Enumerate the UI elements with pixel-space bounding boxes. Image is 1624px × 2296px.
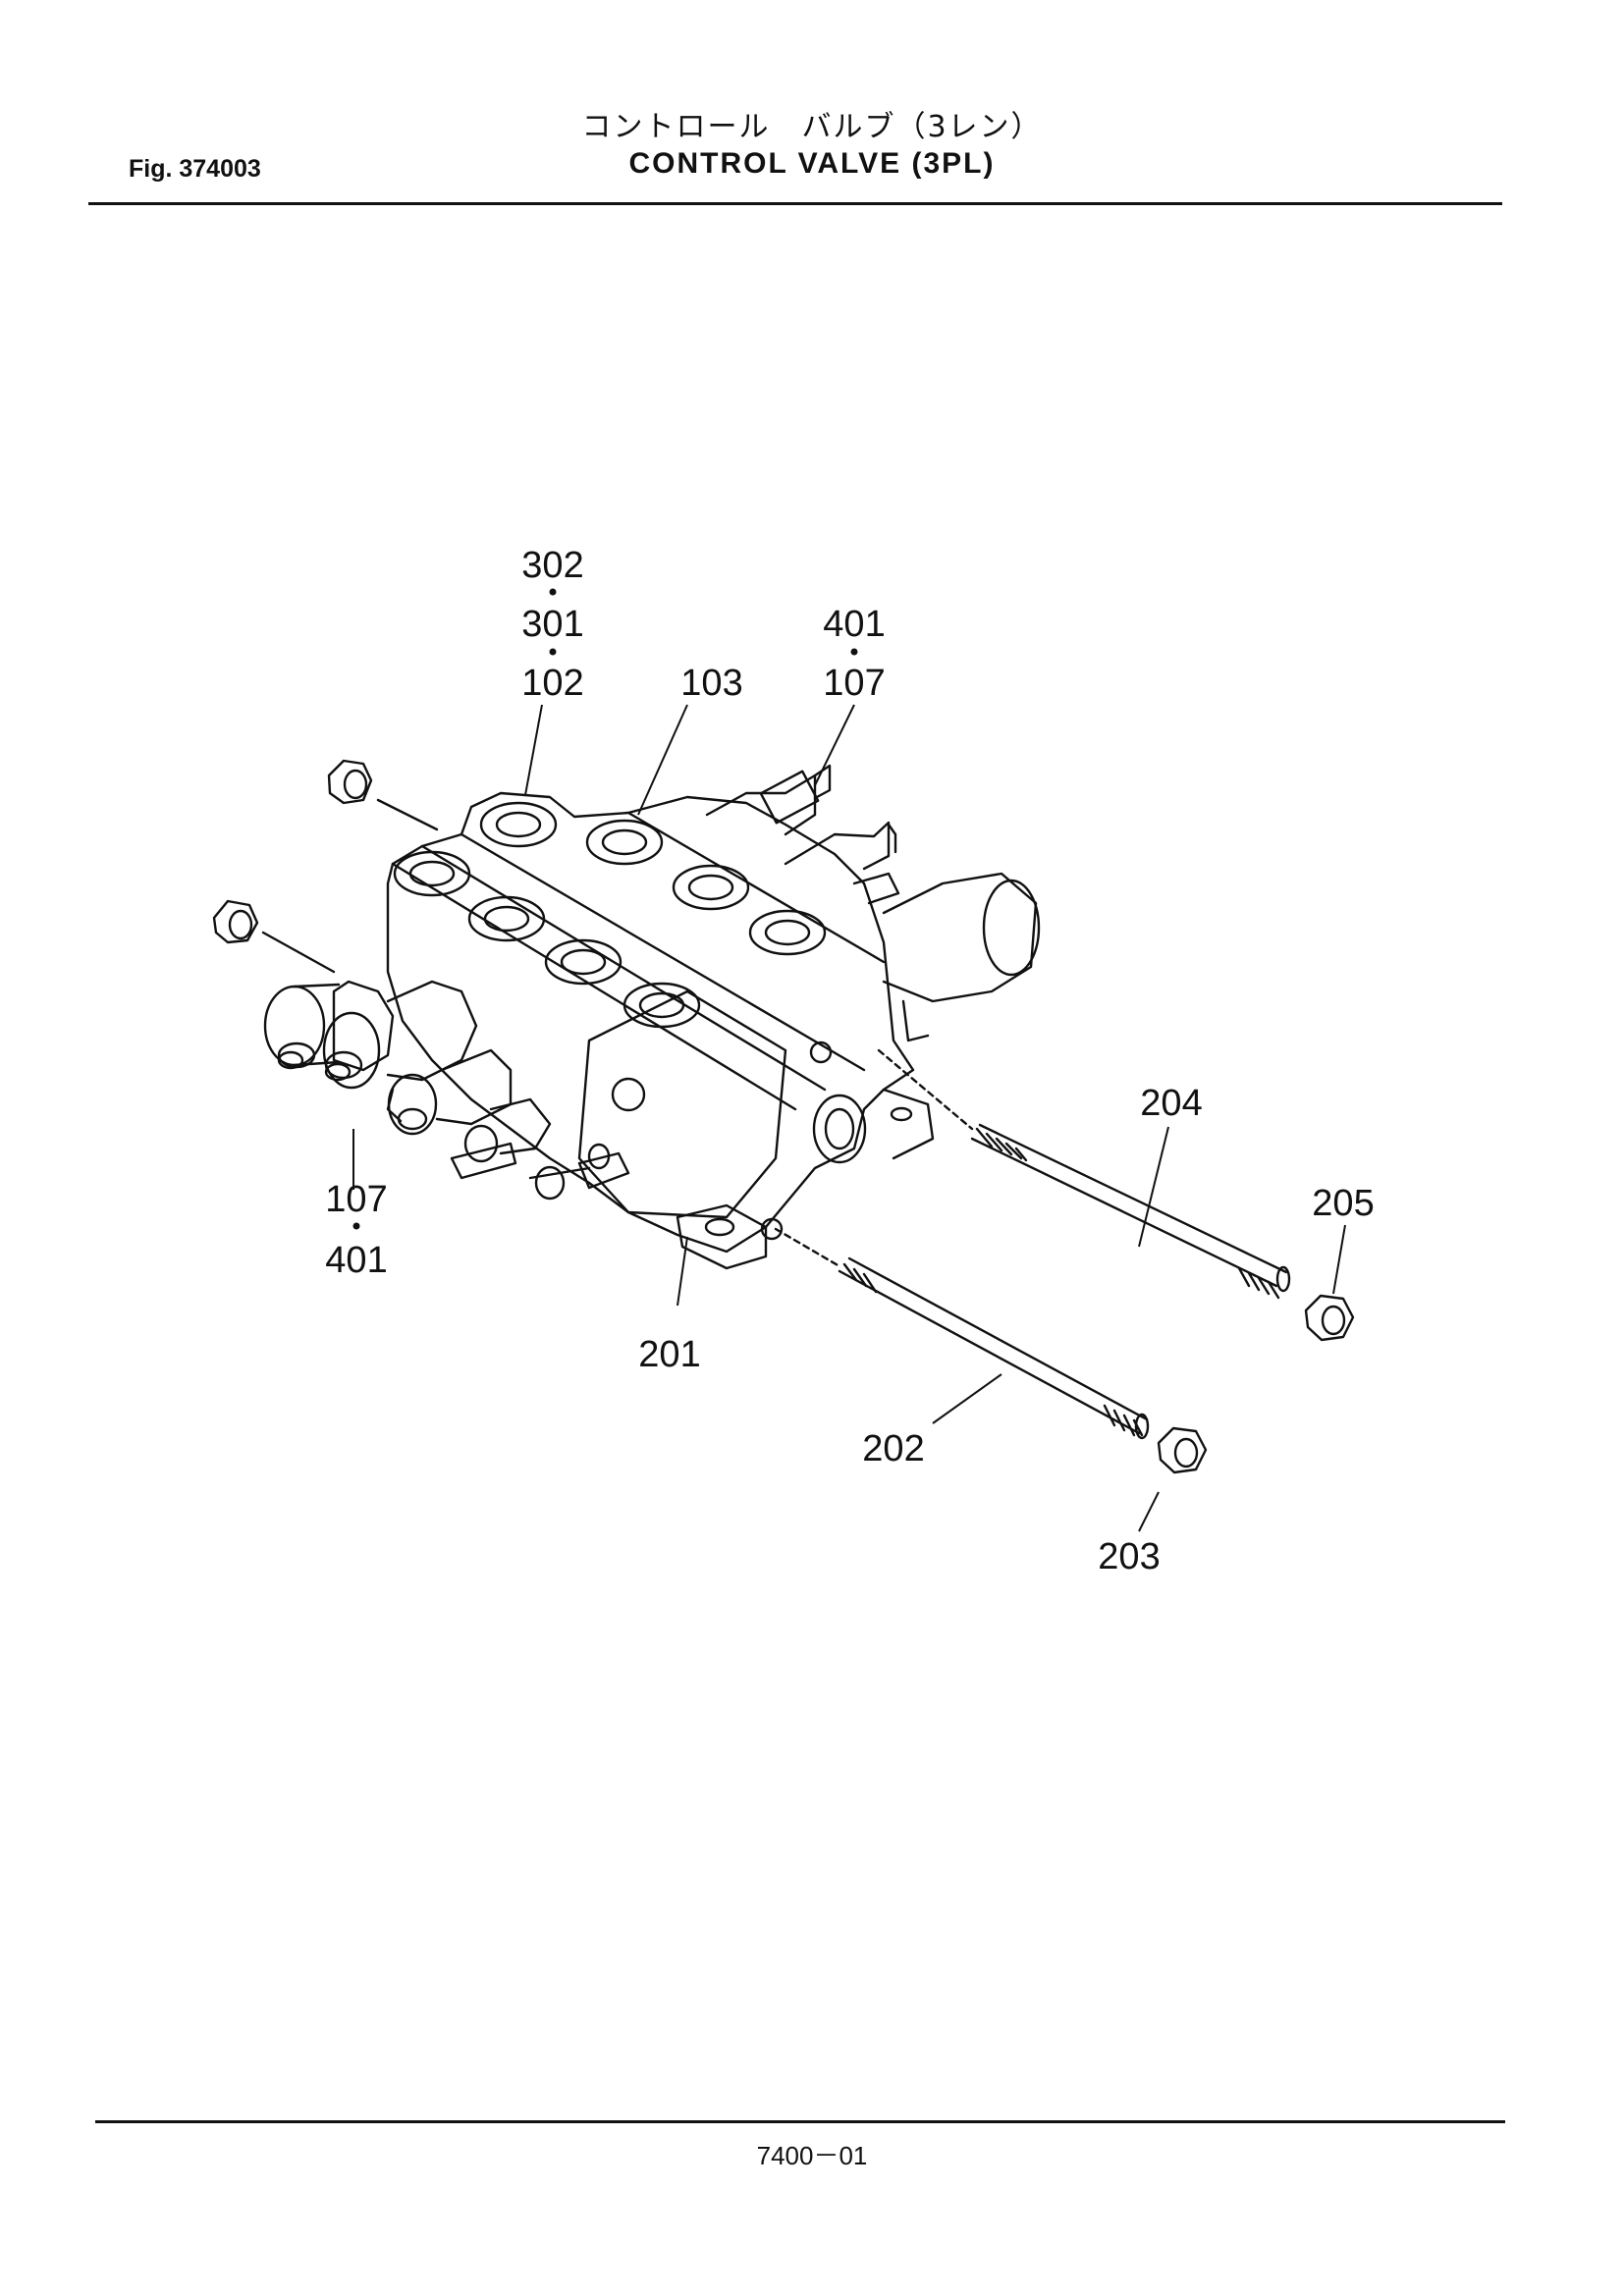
front-spools: [263, 980, 630, 1201]
valve-body-outline: [386, 791, 915, 1254]
title-japanese: コントロール バルブ（3レン）: [581, 110, 1043, 144]
callout-107-left: 107: [325, 1179, 387, 1220]
callout-dots: [352, 588, 858, 1230]
loose-nuts: [212, 759, 373, 944]
mounting-foot: [676, 1203, 768, 1270]
callout-401-left: 401: [325, 1240, 387, 1281]
callout-102: 102: [521, 663, 583, 704]
tie-rod-204: [970, 1123, 1291, 1300]
valve-body-drawing: [212, 759, 1355, 1474]
callout-leaders: [352, 704, 1346, 1532]
tie-rod-202: [838, 1256, 1150, 1440]
top-ports: [393, 801, 827, 1029]
callout-201: 201: [638, 1334, 700, 1375]
rear-spool-2: [784, 821, 891, 871]
callout-107-top: 107: [823, 663, 885, 704]
rear-spool-1: [705, 774, 817, 836]
side-actuator: [882, 872, 1038, 1003]
header-rule: [88, 202, 1502, 205]
nut-203: [1157, 1426, 1208, 1474]
callout-302: 302: [521, 545, 583, 586]
footer-rule: [95, 2120, 1505, 2123]
title-english: CONTROL VALVE (3PL): [628, 147, 996, 180]
callout-103: 103: [680, 663, 742, 704]
page-code: 7400－01: [756, 2141, 868, 2170]
callout-203: 203: [1098, 1536, 1160, 1577]
nut-205: [1304, 1294, 1355, 1342]
callout-301: 301: [521, 604, 583, 645]
callout-204: 204: [1140, 1083, 1202, 1124]
figure-number: Fig. 374003: [129, 155, 261, 183]
callout-202: 202: [862, 1428, 924, 1469]
callout-205: 205: [1312, 1183, 1374, 1224]
callout-401-top: 401: [823, 604, 885, 645]
